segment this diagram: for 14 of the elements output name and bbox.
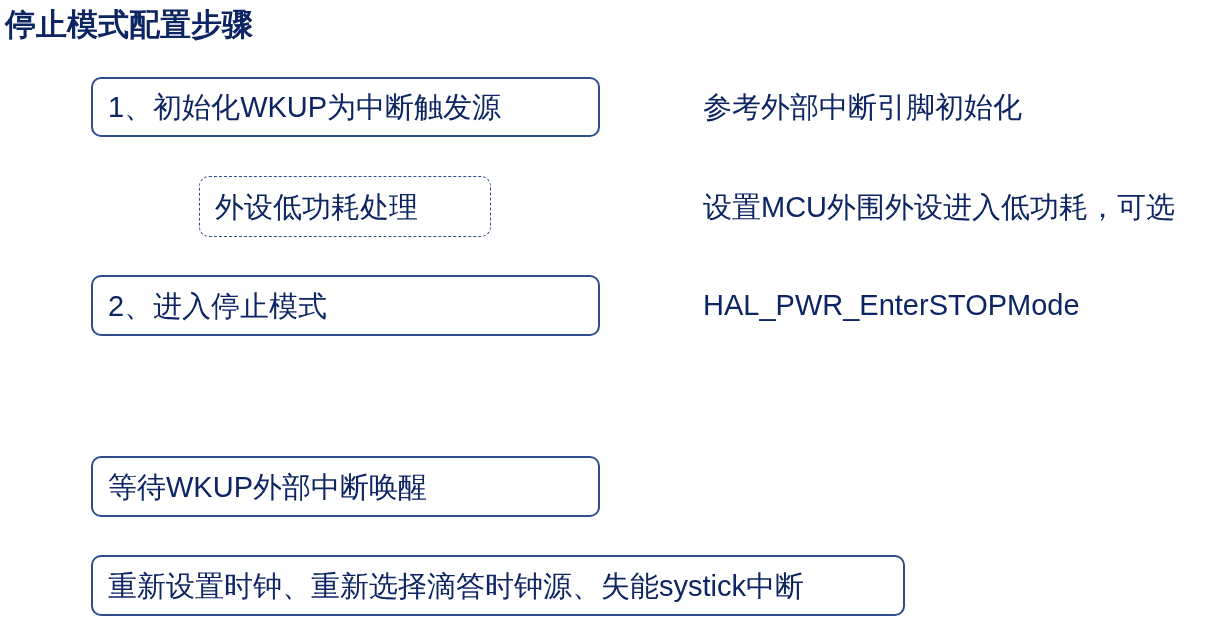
step-text: 等待WKUP外部中断唤醒 xyxy=(108,469,427,504)
step-note: 参考外部中断引脚初始化 xyxy=(703,90,1022,124)
step-box xyxy=(91,456,600,517)
step-box xyxy=(91,555,905,616)
step-text: 2、进入停止模式 xyxy=(108,288,328,323)
title: 停止模式配置步骤 xyxy=(5,6,253,44)
step-text: 1、初始化WKUP为中断触发源 xyxy=(108,90,502,124)
step-text: 外设低功耗处理 xyxy=(215,189,418,224)
optional-step-box xyxy=(199,176,491,237)
step-text: 重新设置时钟、重新选择滴答时钟源、失能systick中断 xyxy=(108,568,804,603)
step-box xyxy=(91,77,600,137)
step-note: HAL_PWR_EnterSTOPMode xyxy=(703,288,1080,322)
step-box xyxy=(91,275,600,336)
step-note: 设置MCU外围外设进入低功耗，可选 xyxy=(703,190,1176,224)
